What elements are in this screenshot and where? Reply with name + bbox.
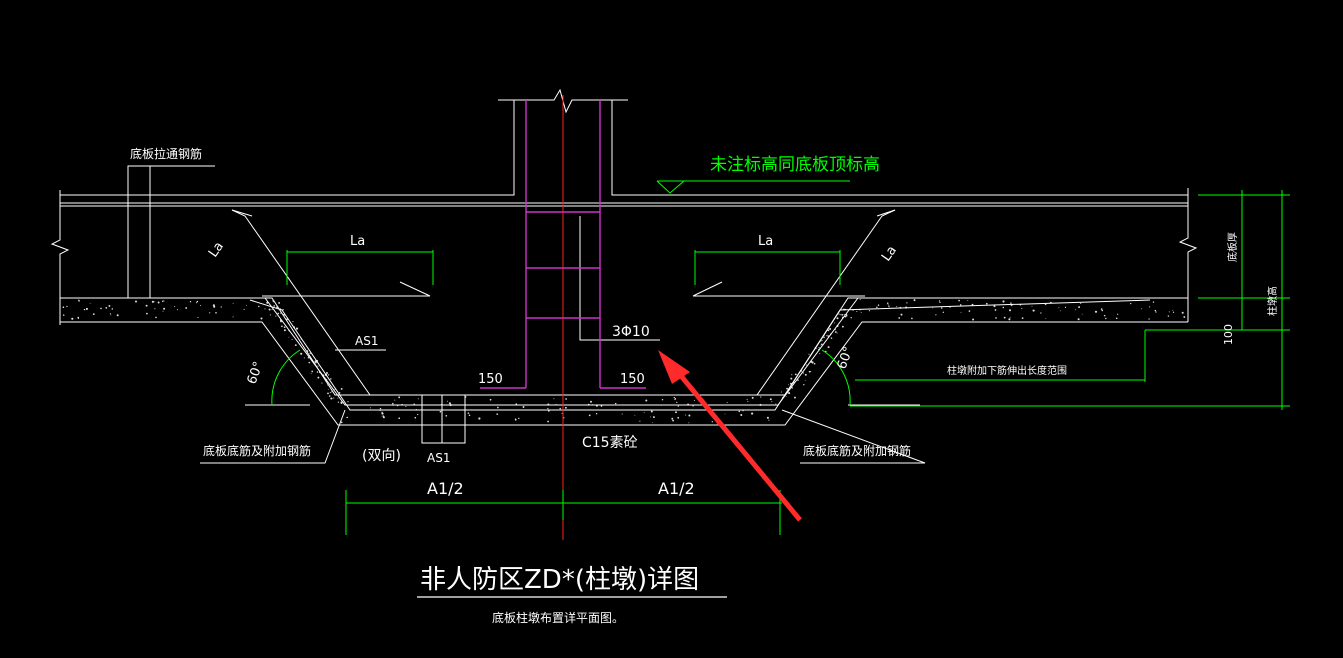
drawing-title: 非人防区ZD*(柱墩)详图 <box>420 565 699 595</box>
as1-lower-label: AS1 <box>427 451 450 465</box>
extension-range-label: 柱墩附加下筋伸出长度范围 <box>947 364 1067 377</box>
a1-left-label: A1/2 <box>427 479 464 498</box>
red-arrow-annotation <box>658 350 802 522</box>
concrete-label: C15素砼 <box>582 435 638 451</box>
bidirectional-label: (双向) <box>362 448 401 464</box>
angle-right-label: 60° <box>835 345 857 372</box>
dim-150-right-label: 150 <box>620 372 645 387</box>
rebar-lines <box>60 165 1188 464</box>
elevation-note-label: 未注标高同底板顶标高 <box>710 155 880 175</box>
a1-right-label: A1/2 <box>658 479 695 498</box>
column-rebar <box>480 95 646 540</box>
pier-height-label: 柱墩高 <box>1266 286 1279 316</box>
la-diag-left-label: La <box>206 239 227 260</box>
bottom-rebar-right-label: 底板底筋及附加钢筋 <box>803 443 911 458</box>
hoop-rebar-label: 3Φ10 <box>612 324 650 340</box>
angle-left-label: 60° <box>245 360 267 387</box>
drawing-subtitle: 底板柱墩布置详平面图。 <box>492 610 624 625</box>
la-right-label: La <box>758 234 773 249</box>
as1-upper-label: AS1 <box>355 334 378 348</box>
dim-150-left-label: 150 <box>478 372 503 387</box>
la-diag-right-label: La <box>879 243 900 264</box>
la-left-label: La <box>350 234 365 249</box>
slab-through-rebar-label: 底板拉通钢筋 <box>130 146 202 161</box>
bottom-rebar-left-label: 底板底筋及附加钢筋 <box>203 443 311 458</box>
dim-100-label: 100 <box>1222 324 1235 345</box>
dimension-lines <box>286 180 1290 535</box>
slab-thickness-label: 底板厚 <box>1226 232 1239 262</box>
